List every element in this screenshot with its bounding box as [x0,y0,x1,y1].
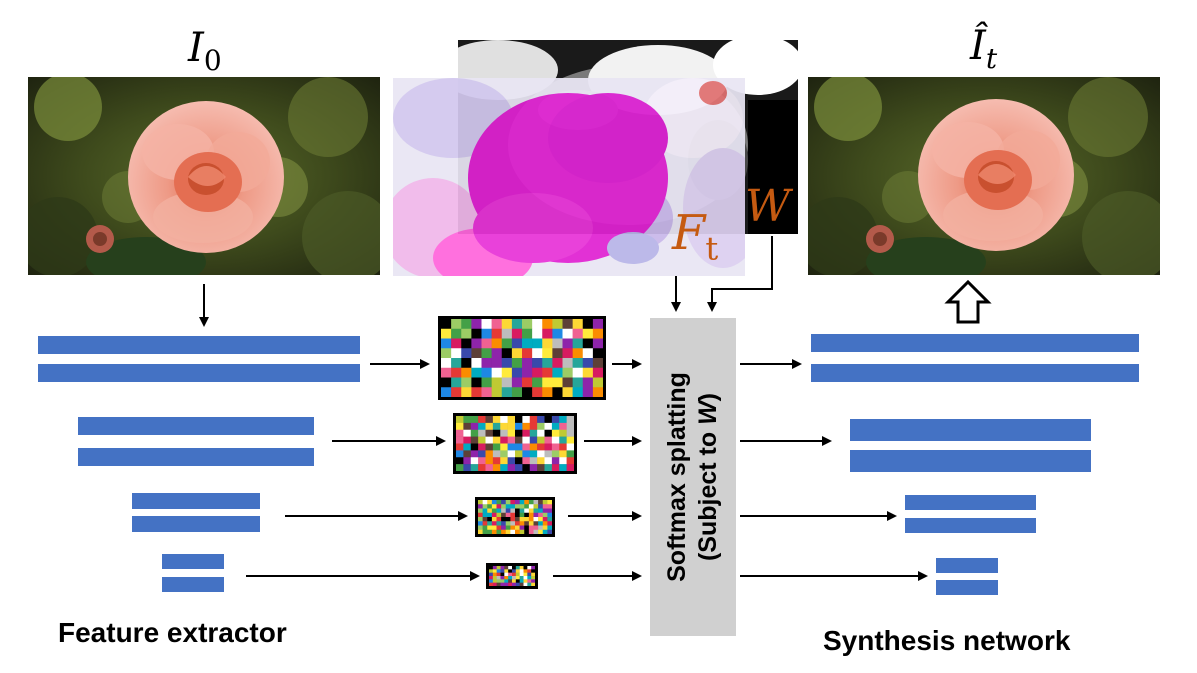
feature-extractor-caption: Feature extractor [58,617,287,648]
extractor-bar-level4-bottom [162,577,224,592]
extractor-bar-level1-bottom [38,364,360,382]
extractor-bar-level3-bottom [132,516,260,532]
output-frame-symbol: Î [970,23,986,69]
output-frame-label: Ît [970,22,997,83]
feature-grid-level2-cells [456,416,574,471]
input-frame-image [28,77,380,275]
flow-symbol: F [672,205,706,261]
softmax-splatting-box: Softmax splatting (Subject to W) [650,318,736,636]
input-frame-label: I0 [188,26,222,83]
feature-grid-level3 [475,497,555,537]
weight-symbol: W [745,181,791,232]
input-frame-symbol: I [188,25,204,71]
synthesis-bar-level2-top [850,419,1091,441]
feature-grid-level1 [438,316,606,400]
synthesis-bar-level3-top [905,495,1036,510]
extractor-bar-level2-top [78,417,314,435]
output-frame-image [808,77,1160,275]
flow-image [393,78,745,276]
feature-grid-level4-cells [489,566,535,586]
extractor-bar-level2-bottom [78,448,314,466]
synthesis-network-caption: Synthesis network [823,625,1071,656]
flow-subscript: t [705,229,719,268]
extractor-bar-level1-top [38,336,360,354]
synthesis-bar-level1-top [811,334,1139,352]
feature-grid-level1-cells [441,319,603,397]
input-frame-subscript: 0 [203,44,222,77]
synthesis-bar-level4-bottom [936,580,998,595]
feature-grid-level2 [453,413,577,474]
synthesis-bar-level4-top [936,558,998,573]
synthesis-bar-level2-bottom [850,450,1091,472]
synthesis-bar-level1-bottom [811,364,1139,382]
weight-label: W [745,182,790,232]
extractor-bar-level3-top [132,493,260,509]
arrow-weight-to-splat [707,236,773,312]
feature-grid-level4 [486,563,538,589]
extractor-bar-level4-top [162,554,224,569]
arrow-synthesis-to-output [944,279,992,324]
feature-grid-level3-cells [478,500,552,534]
synthesis-bar-level3-bottom [905,518,1036,533]
flow-label: Ft [672,207,718,275]
output-frame-subscript: t [985,42,998,75]
